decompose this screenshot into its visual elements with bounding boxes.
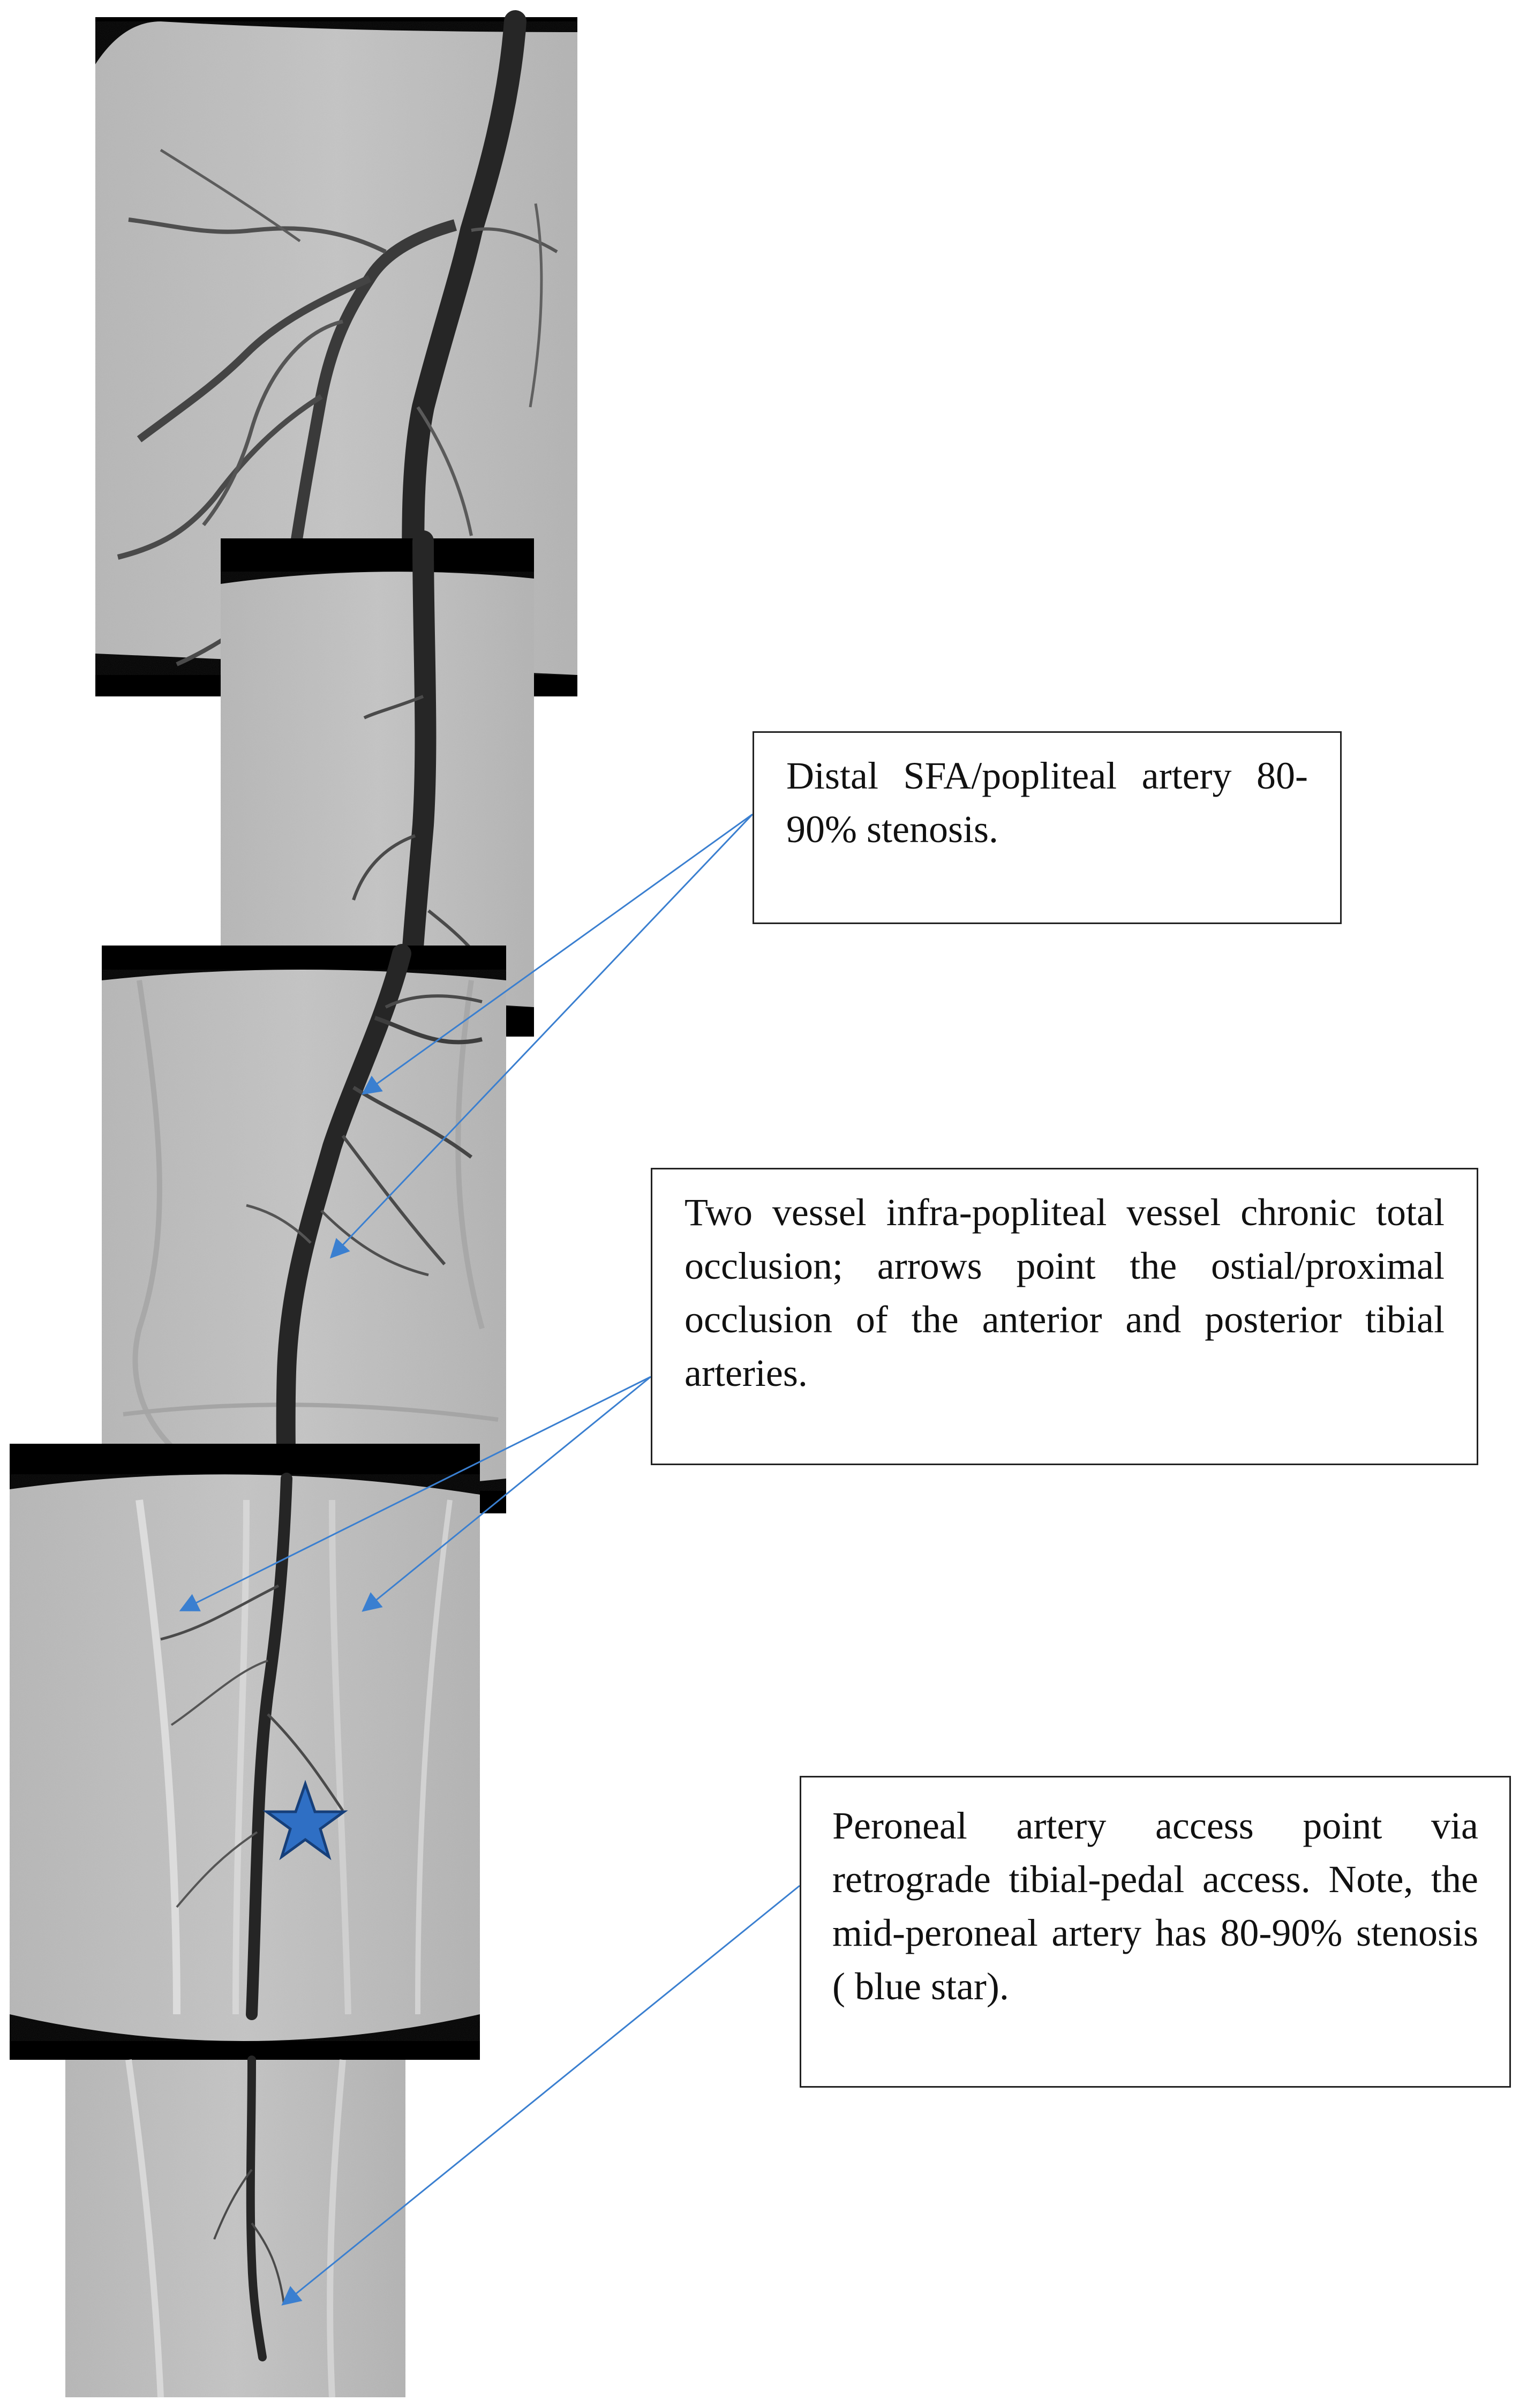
- angio-panel-thigh: [95, 10, 577, 708]
- angio-panel-ankle: [65, 2056, 405, 2398]
- arrow-sfa-stenosis-upper: [362, 813, 753, 1095]
- arrow-posterior-tibial-occlusion: [362, 1376, 651, 1612]
- arrow-anterior-tibial-occlusion: [179, 1376, 651, 1611]
- callout-peroneal-access: Peroneal artery access point via retrogr…: [800, 1776, 1511, 2088]
- angio-panel-calf: [10, 1444, 480, 2060]
- angio-panel-knee: [102, 944, 506, 1523]
- callout-tibial-occlusion: Two vessel infra-popliteal vessel chroni…: [651, 1168, 1478, 1465]
- arrow-sfa-stenosis-lower: [329, 813, 754, 1259]
- callout-arrows: [179, 813, 800, 2306]
- arrow-peroneal-access: [281, 1885, 800, 2306]
- callout-sfa-stenosis: Distal SFA/popliteal artery 80-90% steno…: [753, 731, 1342, 924]
- blue-star-marker: [262, 1780, 348, 1861]
